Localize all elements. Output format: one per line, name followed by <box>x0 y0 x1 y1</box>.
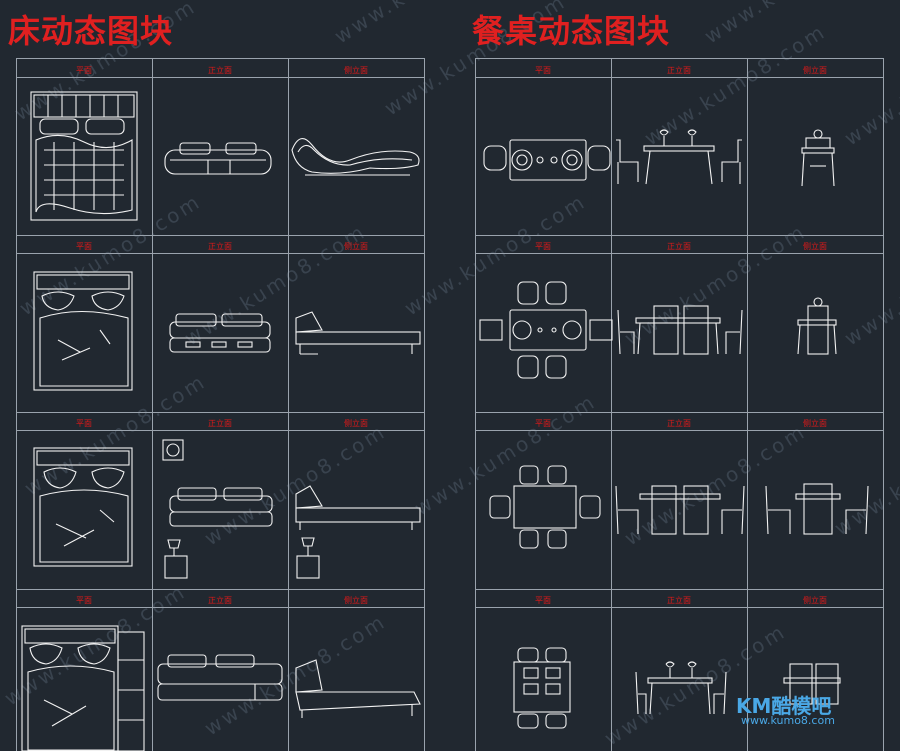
bed-plan-1[interactable] <box>30 91 138 221</box>
header-plan: 平面 <box>76 596 92 605</box>
table-front-4[interactable] <box>635 661 727 715</box>
logo-text: 酷模吧 <box>771 694 832 718</box>
table-side-1[interactable] <box>801 129 835 187</box>
dining-table-blocks-title: 餐桌动态图块 <box>472 12 671 50</box>
bed-front-2[interactable] <box>169 313 271 353</box>
header-plan: 平面 <box>535 596 551 605</box>
header-side: 侧立面 <box>803 596 827 605</box>
table-plan-1[interactable] <box>483 139 611 181</box>
table-side-2[interactable] <box>797 297 837 355</box>
bed-side-4[interactable] <box>295 659 421 718</box>
header-side: 侧立面 <box>803 419 827 428</box>
header-front: 正立面 <box>667 596 691 605</box>
header-front: 正立面 <box>667 419 691 428</box>
table-plan-2[interactable] <box>479 281 613 379</box>
table-front-2[interactable] <box>617 305 743 355</box>
bed-side-1[interactable] <box>291 138 420 176</box>
bed-plan-2[interactable] <box>33 271 133 391</box>
bed-side-2[interactable] <box>295 311 421 355</box>
header-plan: 平面 <box>535 242 551 251</box>
header-side: 侧立面 <box>344 242 368 251</box>
bed-plan-3[interactable] <box>33 447 133 567</box>
header-side: 侧立面 <box>344 66 368 75</box>
header-front: 正立面 <box>667 66 691 75</box>
bed-plan-4[interactable] <box>21 625 145 751</box>
table-plan-3[interactable] <box>489 465 601 549</box>
bed-front-4[interactable] <box>157 654 283 701</box>
bed-front-1[interactable] <box>164 142 272 175</box>
logo-mark: KM <box>736 694 772 718</box>
kumo8-logo[interactable]: KM酷模吧 <box>736 690 831 719</box>
header-plan: 平面 <box>535 66 551 75</box>
table-side-3[interactable] <box>765 483 869 535</box>
table-front-3[interactable] <box>615 485 745 535</box>
header-plan: 平面 <box>76 66 92 75</box>
header-front: 正立面 <box>208 419 232 428</box>
header-front: 正立面 <box>208 242 232 251</box>
header-plan: 平面 <box>76 419 92 428</box>
logo-url[interactable]: www.kumo8.com <box>741 714 835 727</box>
bed-side-3[interactable] <box>295 485 421 579</box>
header-front: 正立面 <box>208 66 232 75</box>
header-plan: 平面 <box>76 242 92 251</box>
header-side: 侧立面 <box>803 242 827 251</box>
table-front-1[interactable] <box>616 129 742 185</box>
header-side: 侧立面 <box>344 596 368 605</box>
header-front: 正立面 <box>208 596 232 605</box>
header-side: 侧立面 <box>803 66 827 75</box>
table-plan-4[interactable] <box>513 647 571 729</box>
header-side: 侧立面 <box>344 419 368 428</box>
table-side-4[interactable] <box>783 663 841 705</box>
header-front: 正立面 <box>667 242 691 251</box>
bed-blocks-title: 床动态图块 <box>8 12 174 50</box>
header-plan: 平面 <box>535 419 551 428</box>
bed-front-3[interactable] <box>162 439 273 579</box>
